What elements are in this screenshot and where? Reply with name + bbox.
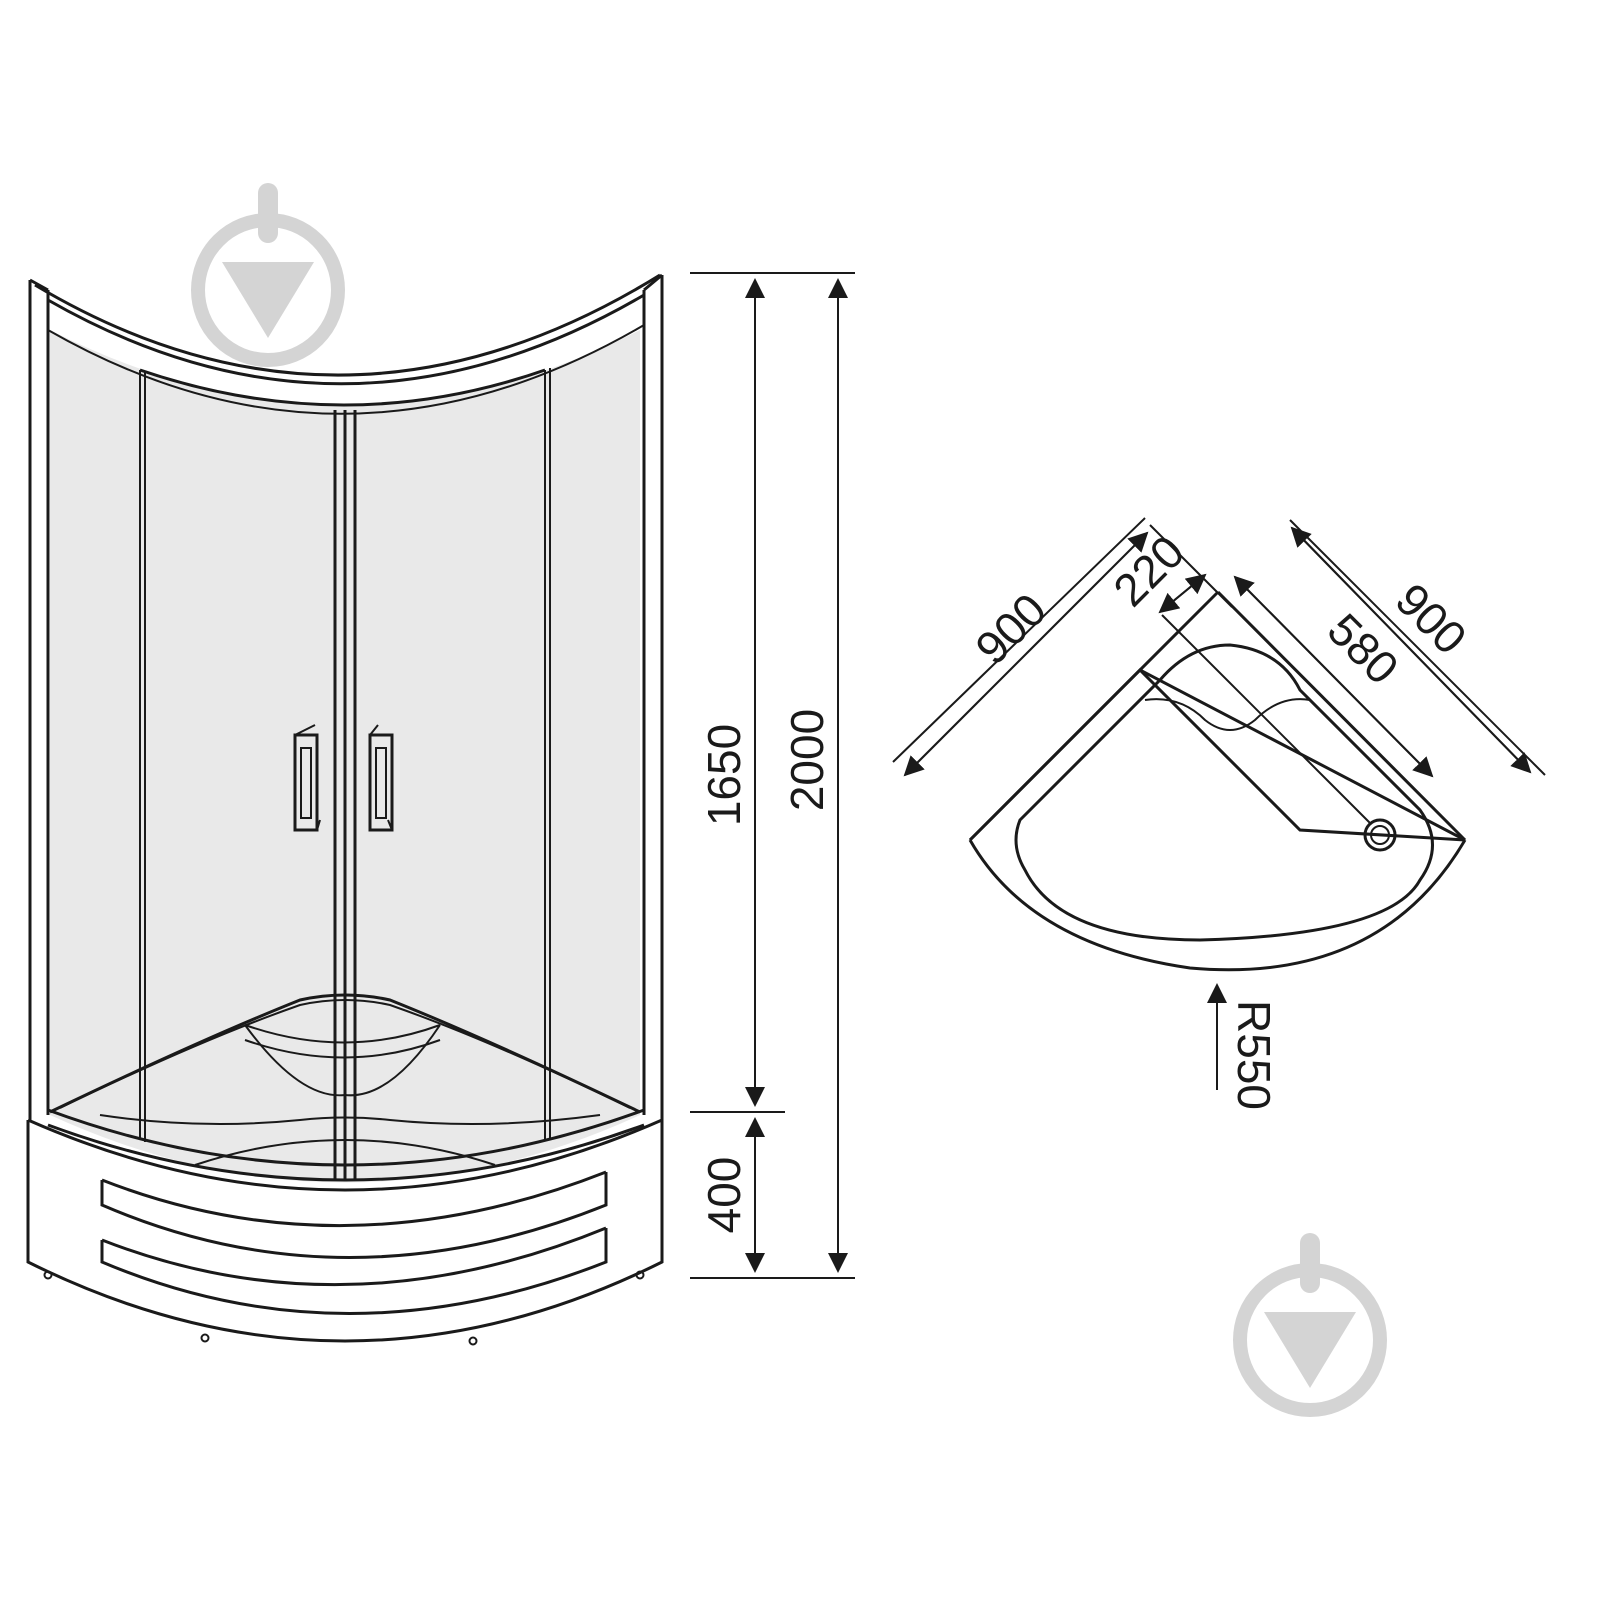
door-handle-icon xyxy=(293,724,321,832)
height-dimension-lines xyxy=(690,272,855,1279)
dimension-total-height: 2000 xyxy=(781,709,833,811)
left-post xyxy=(28,278,50,1120)
dimension-drain-offset: 220 xyxy=(1103,525,1194,616)
plan-dimension-lines xyxy=(892,517,1546,1090)
dimension-radius: R550 xyxy=(1228,1000,1280,1110)
door-meeting-profile xyxy=(333,410,357,1180)
top-view-tray xyxy=(968,524,1467,972)
right-post xyxy=(642,273,664,1120)
tray-outline xyxy=(968,839,1467,972)
drain-icon xyxy=(1363,818,1397,852)
watermark-logo-icon xyxy=(191,183,345,367)
front-view-cabin xyxy=(26,273,664,1346)
top-rail xyxy=(34,273,661,377)
tray-apron xyxy=(26,1120,664,1343)
door-handle-icon xyxy=(368,724,394,832)
dimension-door-height: 1650 xyxy=(698,724,750,826)
dimension-tray-height: 400 xyxy=(698,1157,750,1234)
watermark-logo-icon xyxy=(1233,1233,1387,1417)
dimension-width-left: 900 xyxy=(965,583,1056,674)
tray-basin xyxy=(1014,643,1434,942)
